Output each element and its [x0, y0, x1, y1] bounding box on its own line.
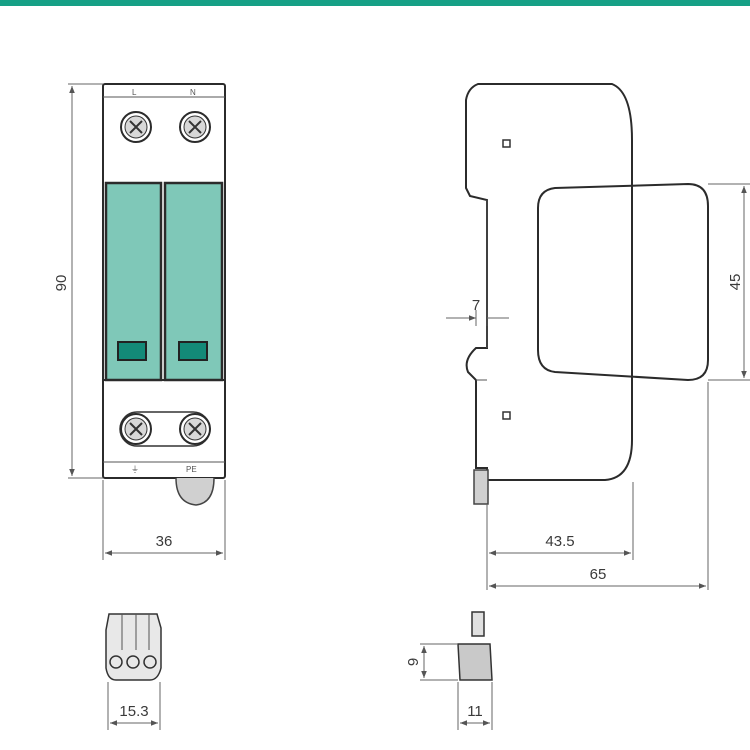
top-screw-terminal-right [179, 111, 211, 143]
terminal-label-l: L [132, 88, 137, 97]
connector-side-view: 9 11 [405, 611, 493, 730]
cap-height-label: 45 [727, 274, 744, 291]
terminal-label-pe: PE [186, 465, 197, 474]
width-dimension-label: 36 [156, 533, 173, 550]
rail-gap-label: 7 [472, 297, 480, 314]
connector-width-label: 15.3 [119, 703, 148, 720]
connector-pin [471, 611, 485, 637]
height-dimension-label: 90 [53, 275, 70, 292]
connector-side-body [457, 643, 493, 681]
din-clip-tab [175, 477, 215, 506]
front-cap [537, 182, 709, 382]
status-indicator-left [117, 341, 147, 361]
side-marker-bottom [502, 411, 511, 420]
side-marker-top [502, 139, 511, 148]
top-screw-terminal-left [120, 111, 152, 143]
front-view: L N ⏚ PE [53, 83, 226, 560]
side-view: 45 7 43.5 65 [446, 83, 750, 590]
connector-front-view: 15.3 [105, 613, 162, 730]
din-rail-foot [473, 469, 489, 505]
connector-front-body [105, 613, 162, 681]
terminal-label-n: N [190, 88, 196, 97]
top-color-band [0, 0, 750, 6]
connector-width-side-label: 11 [467, 703, 483, 720]
total-depth-label: 65 [590, 566, 607, 583]
side-body [465, 83, 633, 481]
connector-height-label: 9 [405, 658, 422, 666]
bottom-screw-terminals [119, 411, 211, 447]
depth-to-cap-label: 43.5 [545, 533, 574, 550]
terminal-label-ground: ⏚ [131, 465, 139, 474]
front-body [102, 83, 226, 479]
status-indicator-right [178, 341, 208, 361]
